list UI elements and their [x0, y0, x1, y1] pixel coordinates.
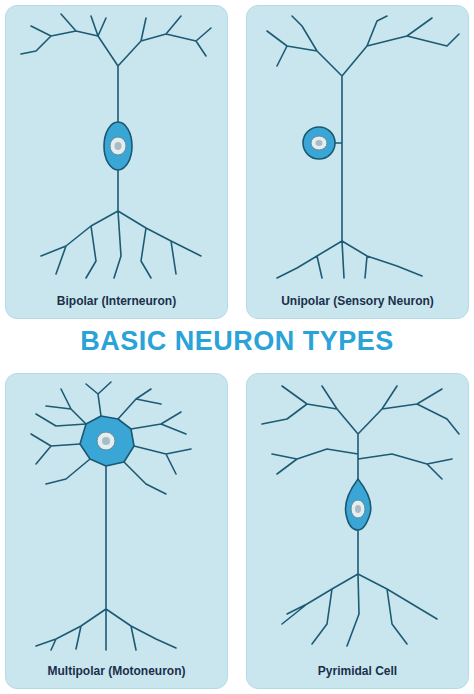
neuron-label: Multipolar (Motoneuron)	[6, 664, 227, 678]
pyramidal-panel: Pyrimidal Cell	[246, 373, 469, 689]
multipolar-neuron	[6, 374, 229, 690]
neuron-label: Bipolar (Interneuron)	[6, 294, 227, 308]
pyramidal-neuron	[247, 374, 470, 690]
unipolar-panel: Unipolar (Sensory Neuron)	[246, 5, 469, 319]
neuron-label: Unipolar (Sensory Neuron)	[247, 294, 468, 308]
unipolar-neuron	[247, 6, 470, 320]
bipolar-neuron	[6, 6, 229, 320]
diagram-title: BASIC NEURON TYPES	[0, 326, 474, 357]
bipolar-panel: Bipolar (Interneuron)	[5, 5, 228, 319]
multipolar-panel: Multipolar (Motoneuron)	[5, 373, 228, 689]
neuron-label: Pyrimidal Cell	[247, 664, 468, 678]
